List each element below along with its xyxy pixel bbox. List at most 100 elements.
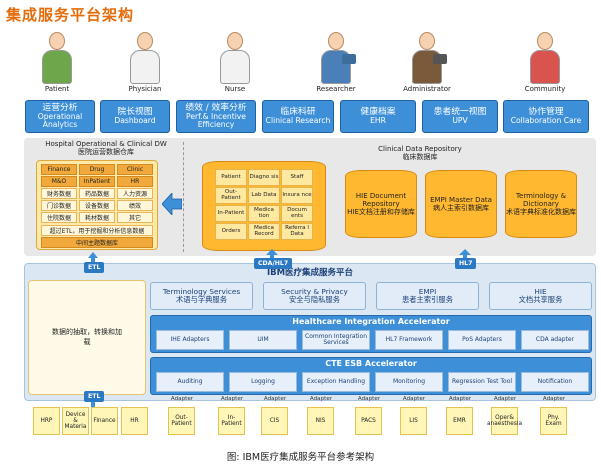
app-label-en: Perf.& Incentive Efficiency	[186, 112, 246, 130]
role-2: Nurse	[200, 23, 270, 93]
cda-hl7-badge: CDA/HL7	[254, 258, 293, 269]
app-label-zh: 绩效 / 效率分析	[185, 102, 247, 113]
dw-cell: 财务数据	[41, 188, 77, 199]
dw-cell: 药品数据	[79, 188, 115, 199]
service-label-en: Terminology Services	[162, 286, 241, 296]
adapter-label: Adapter	[170, 396, 194, 402]
cdr-cell: Orders	[215, 223, 247, 240]
dw-cell: InPatient	[79, 176, 115, 187]
role-label: Researcher	[316, 85, 356, 93]
cdr-cell: Out-Patient	[215, 187, 247, 204]
person-head	[49, 32, 65, 50]
service-label-zh: 文档共享服务	[518, 295, 563, 304]
cda-up-arrow-icon	[266, 248, 278, 263]
person-head	[419, 32, 435, 50]
dw-cell: 设备数据	[79, 200, 115, 211]
dw-cell: 门诊数据	[41, 200, 77, 211]
laptop-icon	[433, 54, 447, 64]
person-head	[537, 32, 553, 50]
repo-label-zh: 术语字典标准化数据库	[506, 208, 576, 217]
dw-title: Hospital Operational & Clinical DW 医院运营数…	[26, 140, 186, 156]
role-1: Physician	[110, 23, 180, 93]
hia-cell: CDA adapter	[521, 330, 589, 350]
person-body	[530, 50, 560, 84]
service-label-zh: 安全与隐私服务	[288, 295, 341, 304]
repo-label-zh: HIE文档注册和存储库	[347, 208, 415, 217]
cdr-cell: Lab Data	[248, 187, 280, 204]
source-system: In-Patient	[218, 407, 245, 435]
etl-badge-top: ETL	[84, 262, 105, 273]
esb-cell: Exception Handling	[302, 372, 370, 392]
repo-label-zh: 病人主索引数据库	[433, 204, 489, 212]
esb-cell: Logging	[229, 372, 297, 392]
dw-cell: 人力资源	[117, 188, 153, 199]
cdr-title-en: Clinical Data Repository	[378, 145, 462, 153]
service-label-zh: 术语与字典服务	[175, 295, 228, 304]
source-system: Finance	[91, 407, 118, 435]
cdr-cell: In-Patient	[215, 205, 247, 222]
dw-cell: M&O	[41, 176, 77, 187]
app-label-en: UPV	[452, 116, 468, 126]
cdr-cell: Staff	[281, 169, 313, 186]
esb-cell: Auditing	[156, 372, 224, 392]
source-system: HR	[121, 407, 148, 435]
adapter-label: Adapter	[448, 396, 472, 402]
service-label-zh: 患者主索引服务	[401, 295, 454, 304]
role-label: Patient	[44, 85, 70, 93]
adapter-label: Adapter	[402, 396, 426, 402]
page-title: 集成服务平台架构	[6, 6, 135, 24]
source-system: Phy. Exam	[540, 407, 567, 435]
role-4: Administrator	[392, 23, 462, 93]
esb-cell: Notification	[521, 372, 589, 392]
person-body	[321, 50, 351, 84]
app-label-en: Operational Analytics	[37, 112, 83, 130]
person-head	[137, 32, 153, 50]
left-arrow-icon	[161, 191, 183, 217]
service-label-en: EMPI	[418, 286, 437, 296]
person-body	[220, 50, 250, 84]
service-label-en: Security & Privacy	[281, 286, 348, 296]
dw-title-zh: 医院运营数据仓库	[78, 147, 134, 156]
source-system: Oper& anaesthesia	[487, 407, 522, 435]
dw-cell: Finance	[41, 164, 77, 175]
dw-cell: Clinic	[117, 164, 153, 175]
hl7-badge: HL7	[455, 258, 477, 269]
source-system: CIS	[261, 407, 288, 435]
person-body	[42, 50, 72, 84]
person-icon	[525, 30, 565, 86]
person-icon	[125, 30, 165, 86]
role-label: Administrator	[403, 85, 451, 93]
hia-cell: IHE Adapters	[156, 330, 224, 350]
hia-cell: Common Integration Services	[302, 330, 370, 350]
app-label-en: Clinical Research	[265, 116, 331, 126]
cdr-cell: Docum ents	[281, 205, 313, 222]
person-icon	[407, 30, 447, 86]
app-label-en: Collaboration Care	[510, 116, 582, 126]
app-label-zh: 健康档案	[360, 106, 396, 117]
role-5: Community	[510, 23, 580, 93]
source-system: PACS	[355, 407, 382, 435]
source-system: Device & Materia	[62, 407, 89, 435]
role-0: Patient	[22, 23, 92, 93]
esb-cell: Monitoring	[375, 372, 443, 392]
repo-label-en: Terminology & Dictionary	[515, 191, 567, 208]
adapter-label: Adapter	[309, 396, 333, 402]
dw-title-en: Hospital Operational & Clinical DW	[45, 140, 167, 148]
person-head	[328, 32, 344, 50]
hl7-up-arrow-icon	[459, 248, 471, 263]
platform-title: IBM医疗集成服务平台	[266, 268, 354, 278]
